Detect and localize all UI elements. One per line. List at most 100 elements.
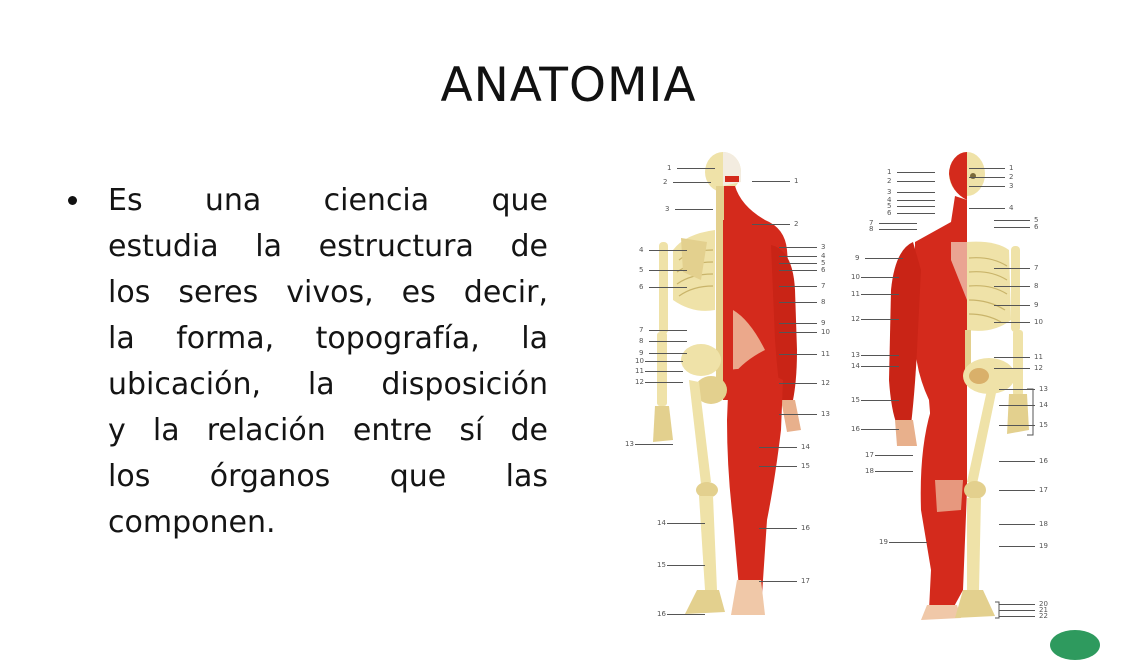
leader-line — [649, 353, 687, 354]
bullet-word: relación — [206, 413, 326, 448]
leader-line — [994, 268, 1030, 269]
anatomy-label: 4 — [887, 196, 892, 204]
leader-line — [999, 524, 1035, 525]
anatomy-label: 16 — [1039, 457, 1048, 465]
leader-line — [994, 322, 1030, 323]
leader-line — [861, 355, 899, 356]
anatomy-label: 12 — [1034, 364, 1043, 372]
anatomy-label: 13 — [821, 410, 830, 418]
anatomy-label: 3 — [887, 188, 892, 196]
leader-line — [779, 332, 817, 333]
leader-line — [779, 286, 817, 287]
bullet-word: es — [401, 275, 436, 310]
bullet-word: la — [108, 321, 135, 356]
bullet-word: forma, — [176, 321, 275, 356]
leader-line — [889, 542, 927, 543]
anatomy-label: 8 — [1034, 282, 1039, 290]
bullet-word: estudia — [108, 229, 219, 264]
anatomy-label: 11 — [851, 290, 860, 298]
anatomy-label: 4 — [639, 246, 644, 254]
leader-line — [649, 270, 687, 271]
leader-line — [779, 256, 817, 257]
bullet-word: la — [521, 321, 548, 356]
bullet-word: seres — [178, 275, 259, 310]
bullet-word: componen. — [108, 505, 276, 540]
slide-title: ANATOMIA — [440, 58, 697, 113]
leader-line — [779, 302, 817, 303]
anatomy-label: 21 — [1039, 606, 1048, 614]
anatomy-label: 8 — [821, 298, 826, 306]
leader-line — [759, 447, 797, 448]
bullet-word: vivos, — [286, 275, 374, 310]
anatomy-label: 6 — [821, 266, 826, 274]
anatomy-label: 11 — [1034, 353, 1043, 361]
leader-line — [879, 229, 917, 230]
anatomy-label: 9 — [821, 319, 826, 327]
bullet-word: la — [255, 229, 282, 264]
anatomy-label: 2 — [794, 220, 799, 228]
leader-line — [759, 528, 797, 529]
anatomy-label: 2 — [663, 178, 668, 186]
anatomy-label: 16 — [657, 610, 666, 618]
anatomy-label: 18 — [1039, 520, 1048, 528]
anatomy-label: 11 — [821, 350, 830, 358]
leader-line — [667, 565, 705, 566]
posterior-view — [653, 152, 801, 615]
anatomy-label: 12 — [851, 315, 860, 323]
anatomy-label: 14 — [657, 519, 666, 527]
leader-line — [673, 182, 711, 183]
anatomy-label: 7 — [869, 219, 874, 227]
leader-line — [999, 425, 1035, 426]
anatomy-label: 13 — [1039, 385, 1048, 393]
anatomy-label: 17 — [801, 577, 810, 585]
bullet-word: estructura — [318, 229, 474, 264]
leader-line — [994, 357, 1030, 358]
anatomy-label: 13 — [851, 351, 860, 359]
anatomy-label: 10 — [1034, 318, 1043, 326]
leader-line — [779, 383, 817, 384]
leader-line — [779, 263, 817, 264]
leader-line — [999, 389, 1035, 390]
anatomy-label: 5 — [887, 202, 892, 210]
leader-line — [994, 220, 1030, 221]
leader-line — [752, 224, 790, 225]
leader-line — [897, 192, 935, 193]
anatomy-label: 15 — [1039, 421, 1048, 429]
anatomy-label: 6 — [887, 209, 892, 217]
leader-line — [779, 323, 817, 324]
anatomy-label: 7 — [639, 326, 644, 334]
bullet-word: que — [491, 183, 548, 218]
anatomy-label: 16 — [851, 425, 860, 433]
anatomy-label: 9 — [639, 349, 644, 357]
leader-line — [759, 466, 797, 467]
leader-line — [861, 277, 899, 278]
anatomy-label: 17 — [1039, 486, 1048, 494]
bullet-word: decir, — [463, 275, 548, 310]
leader-line — [875, 455, 913, 456]
leader-line — [649, 341, 687, 342]
bullet-word: sí — [459, 413, 484, 448]
bullet-word: los — [108, 459, 151, 494]
leader-line — [861, 319, 899, 320]
anatomy-label: 4 — [821, 252, 826, 260]
anatomy-label: 2 — [887, 177, 892, 185]
anterior-view — [889, 152, 1034, 620]
leader-line — [865, 258, 903, 259]
leader-line — [999, 610, 1035, 611]
anatomy-label: 6 — [1034, 223, 1039, 231]
anatomy-label: 5 — [639, 266, 644, 274]
leader-line — [779, 354, 817, 355]
anatomy-label: 5 — [821, 259, 826, 267]
leader-line — [779, 247, 817, 248]
anatomy-label: 10 — [635, 357, 644, 365]
leader-line — [897, 181, 935, 182]
bullet-word: que — [389, 459, 447, 494]
anatomy-label: 13 — [625, 440, 634, 448]
